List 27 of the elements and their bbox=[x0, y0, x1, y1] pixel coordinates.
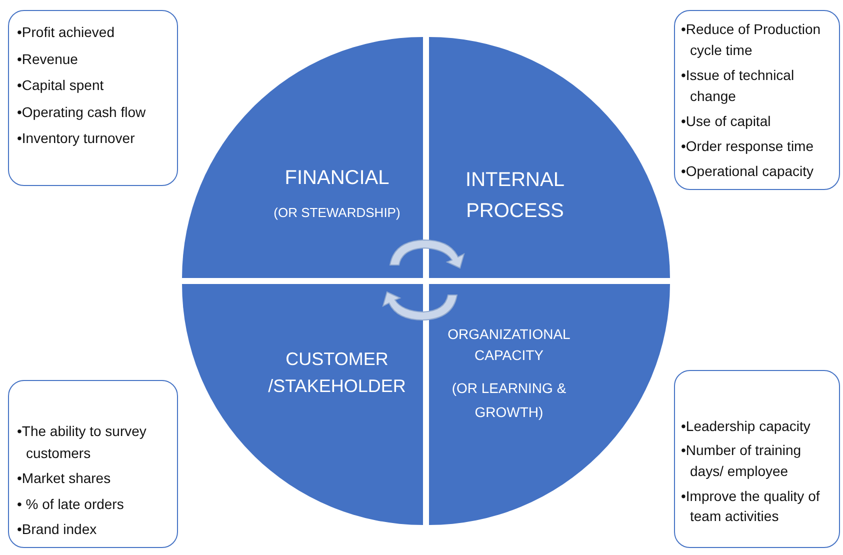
list-item: •Inventory turnover bbox=[17, 129, 136, 148]
list-item: •Revenue bbox=[17, 50, 79, 69]
list-item: •Order response time bbox=[681, 137, 815, 156]
quadrant-heading: CUSTOMER /STAKEHOLDER bbox=[267, 348, 407, 398]
list-item: •Market shares bbox=[17, 469, 112, 488]
quadrant-subheading: (OR STEWARDSHIP) bbox=[272, 205, 402, 222]
list-card bbox=[8, 380, 178, 548]
list-item: •Use of capital bbox=[681, 112, 772, 132]
list-item: •The ability to survey customers bbox=[17, 422, 148, 462]
list-card bbox=[674, 10, 840, 190]
list-item: •Operating cash flow bbox=[17, 102, 147, 122]
list-item: •Operational capacity bbox=[681, 162, 815, 181]
list-item: •Brand index bbox=[17, 520, 98, 539]
quadrant-subheading: (OR LEARNING & GROWTH) bbox=[450, 379, 568, 422]
list-item: •Profit achieved bbox=[17, 23, 116, 42]
list-item: • % of late orders bbox=[17, 494, 125, 514]
list-item: •Capital spent bbox=[17, 76, 105, 96]
quadrant-heading: INTERNAL PROCESS bbox=[464, 168, 566, 224]
list-item: •Reduce of Production cycle time bbox=[681, 20, 822, 60]
quadrant-heading: FINANCIAL bbox=[284, 166, 390, 191]
list-item: •Number of training days/ employee bbox=[681, 441, 802, 482]
list-card bbox=[8, 10, 178, 186]
list-item: •Leadership capacity bbox=[681, 417, 812, 436]
quadrant-heading: ORGANIZATIONAL CAPACITY bbox=[446, 325, 572, 365]
list-item: •Improve the quality of team activities bbox=[681, 486, 821, 526]
list-item: •Issue of technical change bbox=[681, 66, 796, 106]
list-card bbox=[674, 370, 840, 548]
